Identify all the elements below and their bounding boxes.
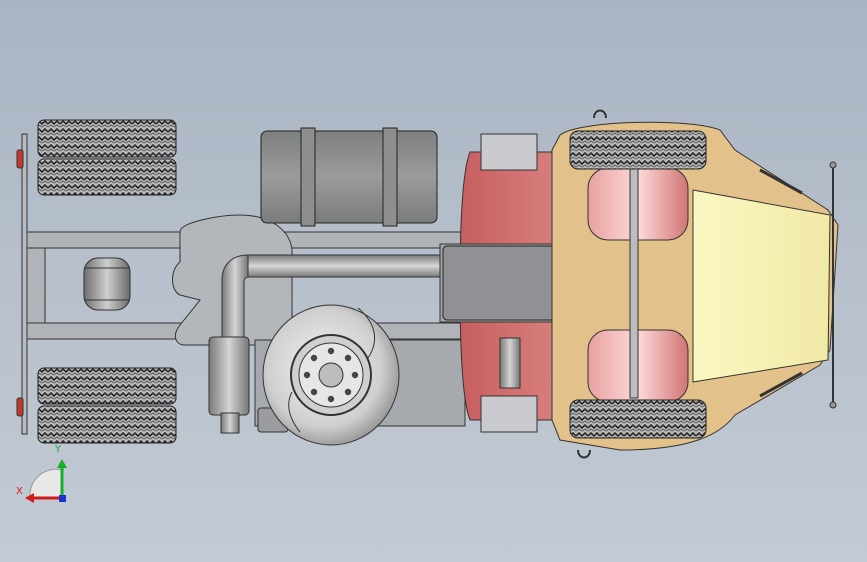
z-axis-marker bbox=[59, 495, 66, 502]
rear-tire-bottom-inner[interactable] bbox=[37, 405, 177, 444]
fuel-tank[interactable] bbox=[260, 127, 438, 227]
y-axis-label: Y bbox=[55, 444, 62, 455]
front-tire-bottom[interactable] bbox=[569, 399, 707, 439]
x-axis-label: X bbox=[16, 486, 23, 497]
front-axle-drum[interactable] bbox=[587, 167, 689, 403]
air-tank[interactable] bbox=[83, 257, 131, 311]
front-tire-top[interactable] bbox=[569, 130, 707, 170]
cab-step-top[interactable] bbox=[480, 133, 538, 171]
tow-hook[interactable] bbox=[577, 109, 607, 459]
rear-tire-top-outer[interactable] bbox=[37, 119, 177, 158]
rear-tire-top-inner[interactable] bbox=[37, 158, 177, 196]
exhaust-pipe[interactable] bbox=[208, 254, 444, 434]
rear-bumper[interactable] bbox=[16, 133, 28, 435]
cab-step-bottom[interactable] bbox=[480, 395, 538, 433]
rear-tire-bottom-outer[interactable] bbox=[37, 367, 177, 405]
coordinate-triad bbox=[25, 459, 67, 503]
front-bumper[interactable] bbox=[759, 161, 837, 409]
spare-wheel[interactable] bbox=[262, 304, 400, 446]
